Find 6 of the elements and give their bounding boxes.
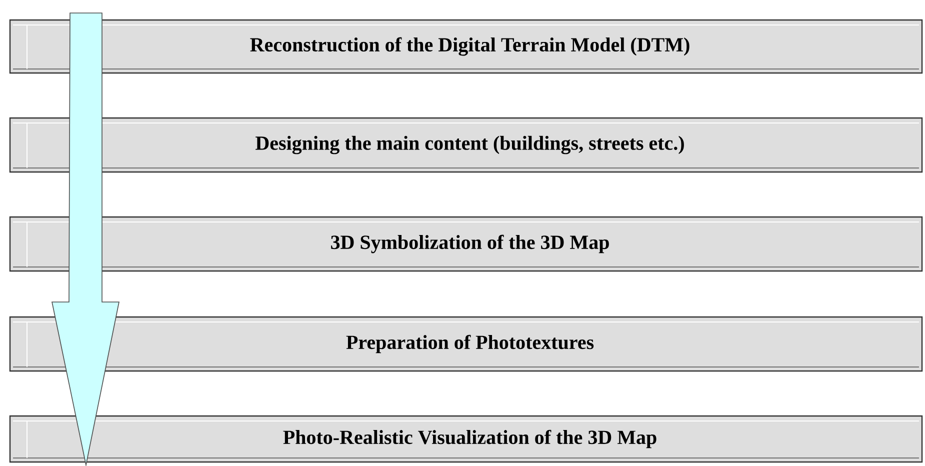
block-arrow (52, 12, 120, 466)
process-box: 3D Symbolization of the 3D Map (9, 216, 923, 272)
process-box: Photo-Realistic Visualization of the 3D Map (9, 415, 923, 463)
process-box: Reconstruction of the Digital Terrain Model (DTM) (9, 19, 923, 74)
process-box: Preparation of Phototextures (9, 316, 923, 372)
process-box: Designing the main content (buildings, streets etc.) (9, 117, 923, 173)
